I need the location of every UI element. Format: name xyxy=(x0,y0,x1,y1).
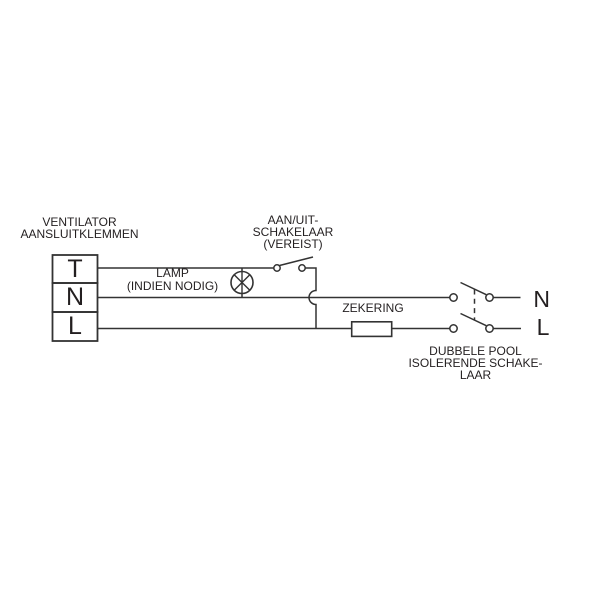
terminal-block-label-line2: AANSLUITKLEMMEN xyxy=(20,226,139,241)
dp-contact-l-right xyxy=(485,324,494,333)
double-pole-switch-icon xyxy=(449,281,494,333)
double-pole-switch-label: DUBBELE POOL ISOLERENDE SCHAKE- LAAR xyxy=(408,345,542,381)
supply-neutral-label: N xyxy=(533,286,550,312)
terminal-label-t: T xyxy=(67,254,83,283)
lamp-label: LAMP (INDIEN NODIG) xyxy=(127,267,218,292)
onoff-switch-label-line1: AAN/UIT- xyxy=(267,212,319,227)
terminal-block-label-line1: VENTILATOR xyxy=(42,215,117,229)
double-pole-switch-label-line2: ISOLERENDE SCHAKE- xyxy=(408,356,543,371)
dp-switch-blade-n xyxy=(460,281,487,296)
dp-contact-n-left xyxy=(449,293,458,302)
lamp-label-line2: (INDIEN NODIG) xyxy=(126,278,219,293)
onoff-switch-label-line2: SCHAKELAAR xyxy=(252,224,334,239)
dp-switch-blade-l xyxy=(460,312,487,327)
onoff-switch-label: AAN/UIT- SCHAKELAAR (VEREIST) xyxy=(253,214,334,250)
switched-live-wire-hop xyxy=(305,267,317,329)
wires xyxy=(97,267,521,330)
dp-contact-l-left xyxy=(449,324,458,333)
onoff-switch-contact-right xyxy=(298,264,306,272)
fuse-label: ZEKERING xyxy=(342,300,404,315)
onoff-switch-icon xyxy=(273,256,314,272)
onoff-switch-contact-left xyxy=(273,264,281,272)
terminal-cell-l-box xyxy=(51,311,99,342)
dp-contact-n-right xyxy=(485,293,494,302)
terminal-label-l: L xyxy=(68,312,82,340)
lamp-label-line1: LAMP xyxy=(156,266,189,280)
onoff-switch-label-line3: (VEREIST) xyxy=(263,236,323,251)
terminal-block-label: VENTILATOR AANSLUITKLEMMEN xyxy=(20,215,139,241)
lamp-icon xyxy=(230,270,254,295)
onoff-switch-blade xyxy=(279,256,314,267)
double-pole-switch-label-line3: LAAR xyxy=(459,368,492,383)
double-pole-switch-label-line1: DUBBELE POOL xyxy=(429,344,522,359)
supply-live-label: L xyxy=(536,313,550,340)
fuse-icon xyxy=(350,320,393,338)
terminal-label-n: N xyxy=(65,283,85,311)
